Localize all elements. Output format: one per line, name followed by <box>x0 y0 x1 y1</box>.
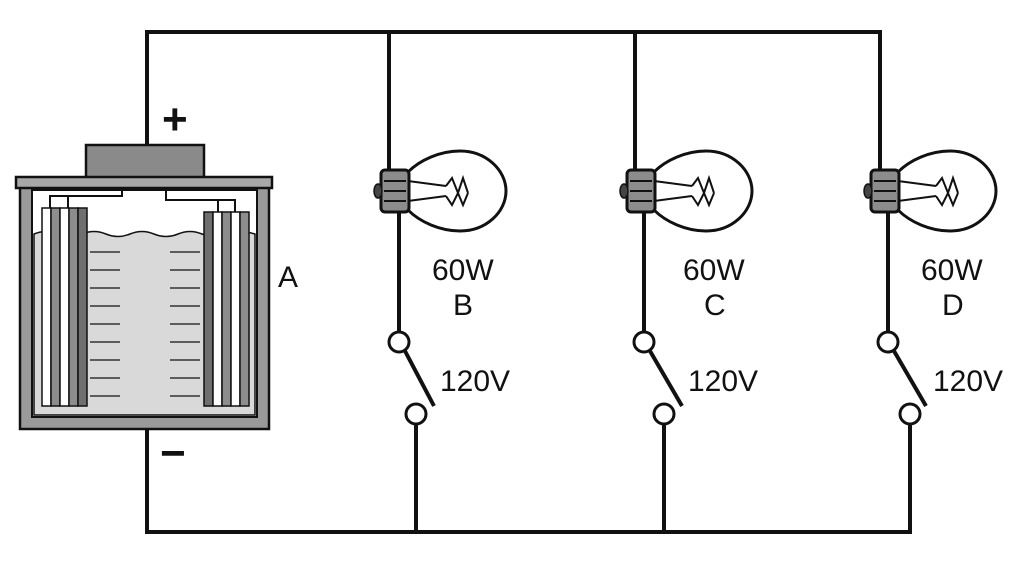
positive-sign: + <box>162 95 188 144</box>
branch-d-power: 60W <box>921 254 983 287</box>
branch-c: 60W C 120V <box>619 32 758 532</box>
switch-b <box>387 330 436 426</box>
lamp-c-filament <box>653 174 715 208</box>
electrolyte-level-marks <box>90 251 200 397</box>
switch-d <box>876 330 928 426</box>
branch-b-voltage: 120V <box>440 365 510 398</box>
branch-b: 60W B 120V <box>373 32 510 532</box>
lamp-d-filament <box>897 174 959 208</box>
branch-b-power: 60W <box>432 254 494 287</box>
battery: + − A <box>14 95 298 478</box>
plates-right <box>203 211 250 407</box>
branch-d-voltage: 120V <box>933 365 1003 398</box>
switch-c-lever <box>648 349 684 408</box>
switch-c <box>632 330 684 426</box>
battery-lid <box>14 175 274 190</box>
battery-label: A <box>278 261 298 294</box>
switch-d-lever <box>892 349 928 408</box>
plates-left <box>41 207 88 407</box>
lamp-d <box>863 149 998 233</box>
switch-b-lever <box>403 350 436 407</box>
branch-c-label: C <box>704 289 726 322</box>
lamp-b-filament <box>407 174 469 208</box>
lamp-b <box>373 149 508 233</box>
wires <box>145 30 912 534</box>
battery-terminal <box>84 143 206 181</box>
branch-d: 60W D 120V <box>863 32 1003 532</box>
branch-d-label: D <box>942 289 964 322</box>
branch-c-voltage: 120V <box>688 365 758 398</box>
negative-sign: − <box>160 429 186 478</box>
branch-b-label: B <box>453 289 473 322</box>
lamp-c <box>619 149 754 233</box>
branch-c-power: 60W <box>683 254 745 287</box>
